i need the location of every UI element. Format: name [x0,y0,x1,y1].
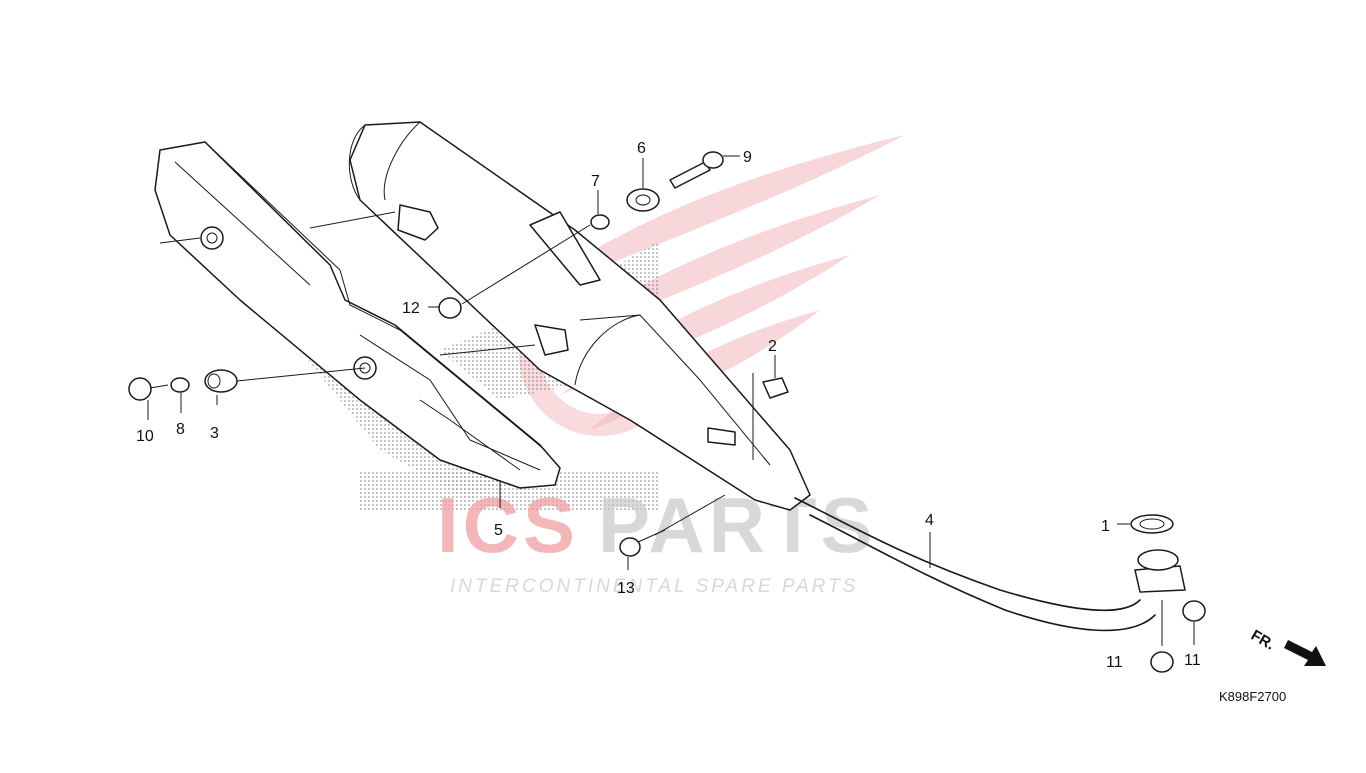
part-6-nut [626,188,660,212]
part-1-gasket [1130,514,1174,534]
callout-7: 7 [591,173,600,190]
front-direction-indicator: FR. [1248,627,1326,666]
callout-11-lower: 11 [1106,654,1123,671]
part-4-muffler [348,121,1186,632]
callout-8: 8 [176,421,185,438]
ics-parts-watermark: ICS PARTS INTERCONTINENTAL SPARE PARTS [437,481,877,597]
direction-label: FR. [1248,627,1277,654]
watermark-brand-right: PARTS [598,481,877,569]
part-8-washer [170,377,190,393]
callout-6: 6 [637,140,646,157]
watermark-brand-left: ICS [437,481,579,569]
watermark-tagline: INTERCONTINENTAL SPARE PARTS [450,576,858,597]
callout-12: 12 [402,300,420,317]
front-arrow-icon [1284,640,1326,666]
callout-1: 1 [1101,518,1110,535]
callout-10: 10 [136,428,154,445]
diagram-part-code: K898F2700 [1219,689,1286,704]
part-12-nut [438,297,462,319]
leader-lines [147,155,1195,646]
part-2-rubber-mount [762,377,789,399]
part-9-bolt [669,151,724,189]
part-7-collar [590,214,610,230]
part-11-nut-lower [1150,651,1174,673]
callout-3: 3 [210,425,219,442]
callout-5: 5 [494,522,503,539]
callout-numbers: 1 2 3 4 5 6 7 8 9 10 11 11 12 13 [136,140,1201,671]
part-11-nut-upper [1182,600,1206,622]
callout-13: 13 [617,580,635,597]
callout-2: 2 [768,338,777,355]
callout-4: 4 [925,512,934,529]
part-3-collar [204,369,238,393]
callout-11-upper: 11 [1184,652,1201,669]
callout-9: 9 [743,149,752,166]
part-13-bolt [619,529,666,557]
part-10-screw [128,377,169,401]
